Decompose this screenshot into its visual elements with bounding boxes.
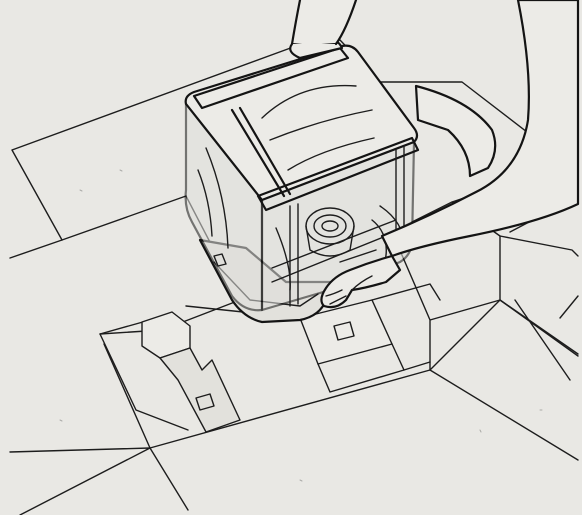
- box-flap-top-left: [9, 45, 297, 259]
- box-flap-right: [499, 209, 579, 381]
- hands: [289, 0, 580, 309]
- arm-right-top: [414, 84, 497, 178]
- box-flap-lower-right: [429, 299, 579, 371]
- foam-notch-left: [195, 393, 215, 411]
- hand-lower-fingers: [325, 275, 373, 305]
- box-flap-bottom: [9, 369, 579, 515]
- arm-right: [380, 0, 580, 258]
- balance-top-frame: [192, 46, 350, 110]
- hand-lower: [320, 254, 402, 309]
- glass-reflection-top: [261, 84, 375, 171]
- analytical-balance: [184, 44, 420, 324]
- balance-interior-floor: [271, 219, 397, 283]
- foam-block-right: [371, 283, 441, 371]
- foam-notch-center: [333, 321, 355, 341]
- foam-block-center-base: [317, 343, 405, 393]
- balance-door-rail-left: [230, 106, 292, 198]
- balance-latch: [213, 253, 227, 267]
- hand-upper: [289, 41, 344, 60]
- foam-block-left-side: [159, 347, 241, 433]
- balance-door-rail-right: [289, 145, 405, 307]
- arm-upper: [290, 0, 358, 48]
- balance-cabinet-back: [184, 44, 419, 202]
- balance-top-handle-front: [256, 136, 420, 212]
- foam-inserts: [141, 283, 441, 433]
- glass-reflection-side: [197, 147, 229, 249]
